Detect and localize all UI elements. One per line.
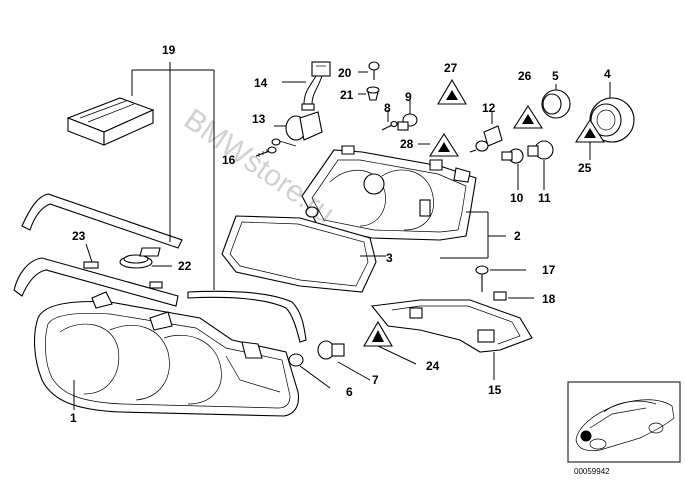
callout-1: 1 (70, 411, 77, 425)
callout-6: 6 (346, 385, 353, 399)
part-3-gasket[interactable] (221, 215, 386, 293)
callout-15: 15 (488, 383, 502, 397)
part-13-bulb-holder[interactable] (271, 111, 323, 147)
callout-10: 10 (510, 191, 524, 205)
part-20-clip[interactable] (358, 61, 380, 80)
part-27-warning-label[interactable] (437, 78, 467, 105)
callout-7: 7 (372, 373, 379, 387)
part-4-cap[interactable] (589, 82, 635, 143)
part-24-warning-label[interactable] (363, 320, 417, 365)
part-5-cap[interactable] (541, 84, 571, 119)
part-28-warning-label[interactable] (418, 132, 460, 157)
callout-17: 17 (542, 263, 556, 277)
callout-24: 24 (426, 359, 440, 373)
part-10-bulb[interactable] (501, 148, 524, 190)
callout-19: 19 (162, 43, 176, 57)
callout-13: 13 (252, 112, 266, 126)
part-23-seal-strips[interactable] (13, 193, 183, 307)
part-25-warning-label[interactable] (574, 118, 606, 160)
part-6-bulb[interactable] (288, 353, 331, 389)
callout-16: 16 (222, 153, 236, 167)
callout-4: 4 (604, 67, 611, 81)
callout-26: 26 (518, 69, 532, 83)
part-26-warning-label[interactable] (512, 104, 544, 129)
part-19-repair-kit[interactable] (66, 62, 215, 290)
callout-22: 22 (178, 259, 192, 273)
drawing-reference-number: 00059942 (574, 467, 610, 476)
callout-21: 21 (340, 88, 354, 102)
vehicle-locator-thumbnail (567, 381, 681, 463)
callout-14: 14 (254, 76, 268, 90)
callout-8: 8 (384, 101, 391, 115)
part-22-clip[interactable] (119, 247, 172, 269)
part-11-bulb[interactable] (527, 140, 554, 190)
part-14-connector[interactable] (282, 61, 331, 111)
part-8-pin[interactable] (381, 110, 398, 131)
callout-25: 25 (578, 161, 592, 175)
seal-strip-lower[interactable] (187, 290, 307, 343)
callout-12: 12 (482, 101, 496, 115)
part-7-bulb-socket[interactable] (317, 340, 371, 381)
part-1-headlight-lens[interactable] (34, 291, 303, 417)
callout-23: 23 (72, 229, 86, 243)
callout-20: 20 (338, 66, 352, 80)
part-17-screw[interactable] (475, 265, 526, 292)
callout-18: 18 (542, 292, 556, 306)
callout-11: 11 (538, 191, 551, 205)
callout-28: 28 (400, 137, 414, 151)
part-12-bulb-socket[interactable] (469, 112, 503, 153)
part-21-clip[interactable] (358, 86, 380, 101)
locator-dot (580, 430, 592, 442)
part-18-clip[interactable] (493, 291, 534, 301)
callout-9: 9 (405, 90, 412, 104)
callout-5: 5 (552, 69, 559, 83)
part-16-screw[interactable] (255, 146, 277, 157)
callout-3: 3 (386, 251, 393, 265)
part-2-headlight-housing[interactable] (301, 145, 506, 259)
callout-2: 2 (514, 229, 521, 243)
part-15-bracket[interactable] (370, 299, 533, 380)
callout-27: 27 (444, 61, 458, 75)
part-9-bulb[interactable] (397, 100, 418, 131)
